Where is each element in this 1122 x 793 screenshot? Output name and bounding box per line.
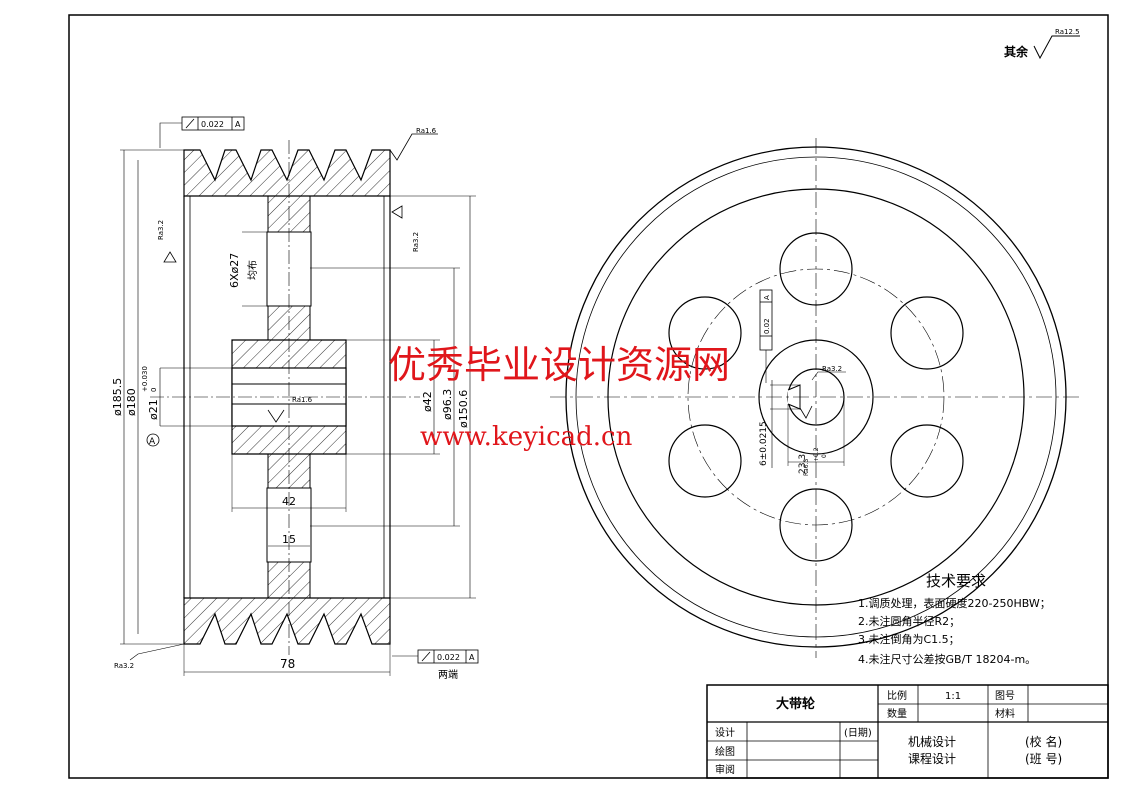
rough-bottom-left: Ra3.2: [114, 662, 134, 670]
rough-top: Ra1.6: [416, 127, 437, 135]
dim-bore-tol-upper: +0.030: [141, 366, 149, 392]
review-label: 审阅: [715, 763, 735, 776]
keyway-depth-tol: +0.2: [813, 447, 820, 462]
school-label: (校 名): [1025, 734, 1062, 749]
runout-frame-top: 0.022 A: [159, 116, 245, 148]
class-label: (班 号): [1025, 752, 1062, 766]
tech-item: 1.调质处理，表面硬度220-250HBW；: [858, 596, 1051, 610]
dim-d185: ø185.5: [111, 378, 124, 416]
web-hole: [668, 296, 742, 370]
symmetry-frame: 0.02 A: [759, 289, 773, 383]
dim-w15: 15: [282, 533, 296, 546]
dim-w78: 78: [280, 657, 295, 671]
dim-w42: 42: [282, 495, 296, 508]
runout-top-value: 0.022: [201, 120, 224, 129]
design-label: 设计: [715, 726, 735, 739]
section-view: ø185.5 ø180 ø21 +0.030 0 A 6Xø27 均布 ø42 …: [111, 116, 479, 681]
drawing-no-label: 图号: [995, 690, 1015, 702]
web-hole: [668, 424, 742, 498]
dim-bore: ø21: [147, 399, 160, 420]
symmetry-value: 0.02: [763, 318, 771, 334]
runout-frame-bottom: 0.022 A: [392, 649, 479, 664]
both-ends-label: 两端: [438, 668, 458, 681]
drawn-label: 绘图: [715, 745, 735, 758]
dim-d180: ø180: [125, 388, 138, 416]
other-finish-value: Ra12.5: [1055, 28, 1080, 36]
web-hole: [890, 424, 964, 498]
dim-d150: ø150.6: [457, 390, 470, 428]
keyway-width: 6±0.0215: [759, 421, 769, 466]
dim-holes-note: 均布: [247, 260, 259, 280]
watermark-title: 优秀毕业设计资源网: [388, 343, 730, 387]
runout-bottom-value: 0.022: [437, 653, 460, 662]
runout-top-datum: A: [235, 120, 241, 129]
datum-a-label: A: [149, 437, 156, 447]
quantity-label: 数量: [887, 707, 907, 720]
keyway-depth-tol-lower: 0: [821, 454, 828, 458]
symmetry-datum: A: [763, 295, 771, 300]
rough-left: Ra3.2: [157, 220, 165, 240]
watermark-url: www.keyicad.cn: [420, 422, 633, 452]
dim-bore-tol-lower: 0: [150, 388, 158, 392]
keyway-depth: 23.3: [798, 454, 808, 474]
tech-title: 技术要求: [926, 572, 986, 590]
upper-rim: [183, 149, 391, 197]
front-view: 6±0.0215 23.3 +0.2 0 Ra3.2 Ra6.3 0.02 A: [550, 138, 1080, 658]
title-block: 大带轮 比例 1:1 图号 数量 材料 设计 (日期) 绘图 审阅 机械设计 课…: [706, 684, 1109, 779]
keyway-roughness-2: Ra6.3: [803, 459, 810, 476]
tech-item: 2.未注圆角半径R2；: [858, 614, 960, 628]
rough-bore: Ra1.6: [292, 396, 313, 404]
course-line1: 机械设计: [908, 734, 956, 749]
dim-d96: ø96.3: [441, 389, 454, 420]
scale-value: 1:1: [945, 691, 961, 702]
runout-bottom-datum: A: [469, 653, 475, 662]
material-label: 材料: [995, 707, 1015, 720]
dim-holes: 6Xø27: [228, 253, 241, 288]
web-hole: [890, 296, 964, 370]
keyway-roughness: Ra3.2: [822, 365, 842, 373]
course-line2: 课程设计: [908, 751, 956, 766]
scale-label: 比例: [887, 689, 907, 702]
rough-right: Ra3.2: [412, 232, 420, 252]
lower-rim: [183, 597, 391, 645]
part-name: 大带轮: [776, 696, 815, 712]
sheet-border: [68, 14, 1109, 779]
date-label: (日期): [844, 727, 872, 739]
dim-d42: ø42: [421, 391, 434, 412]
other-finish-label: 其余: [1004, 44, 1029, 59]
tech-item: 3.未注倒角为C1.5；: [858, 632, 960, 646]
general-finish: 其余 Ra12.5: [1004, 28, 1080, 60]
tech-requirements: 技术要求 1.调质处理，表面硬度220-250HBW； 2.未注圆角半径R2； …: [858, 572, 1051, 666]
tech-item: 4.未注尺寸公差按GB/T 18204-m。: [858, 652, 1036, 666]
